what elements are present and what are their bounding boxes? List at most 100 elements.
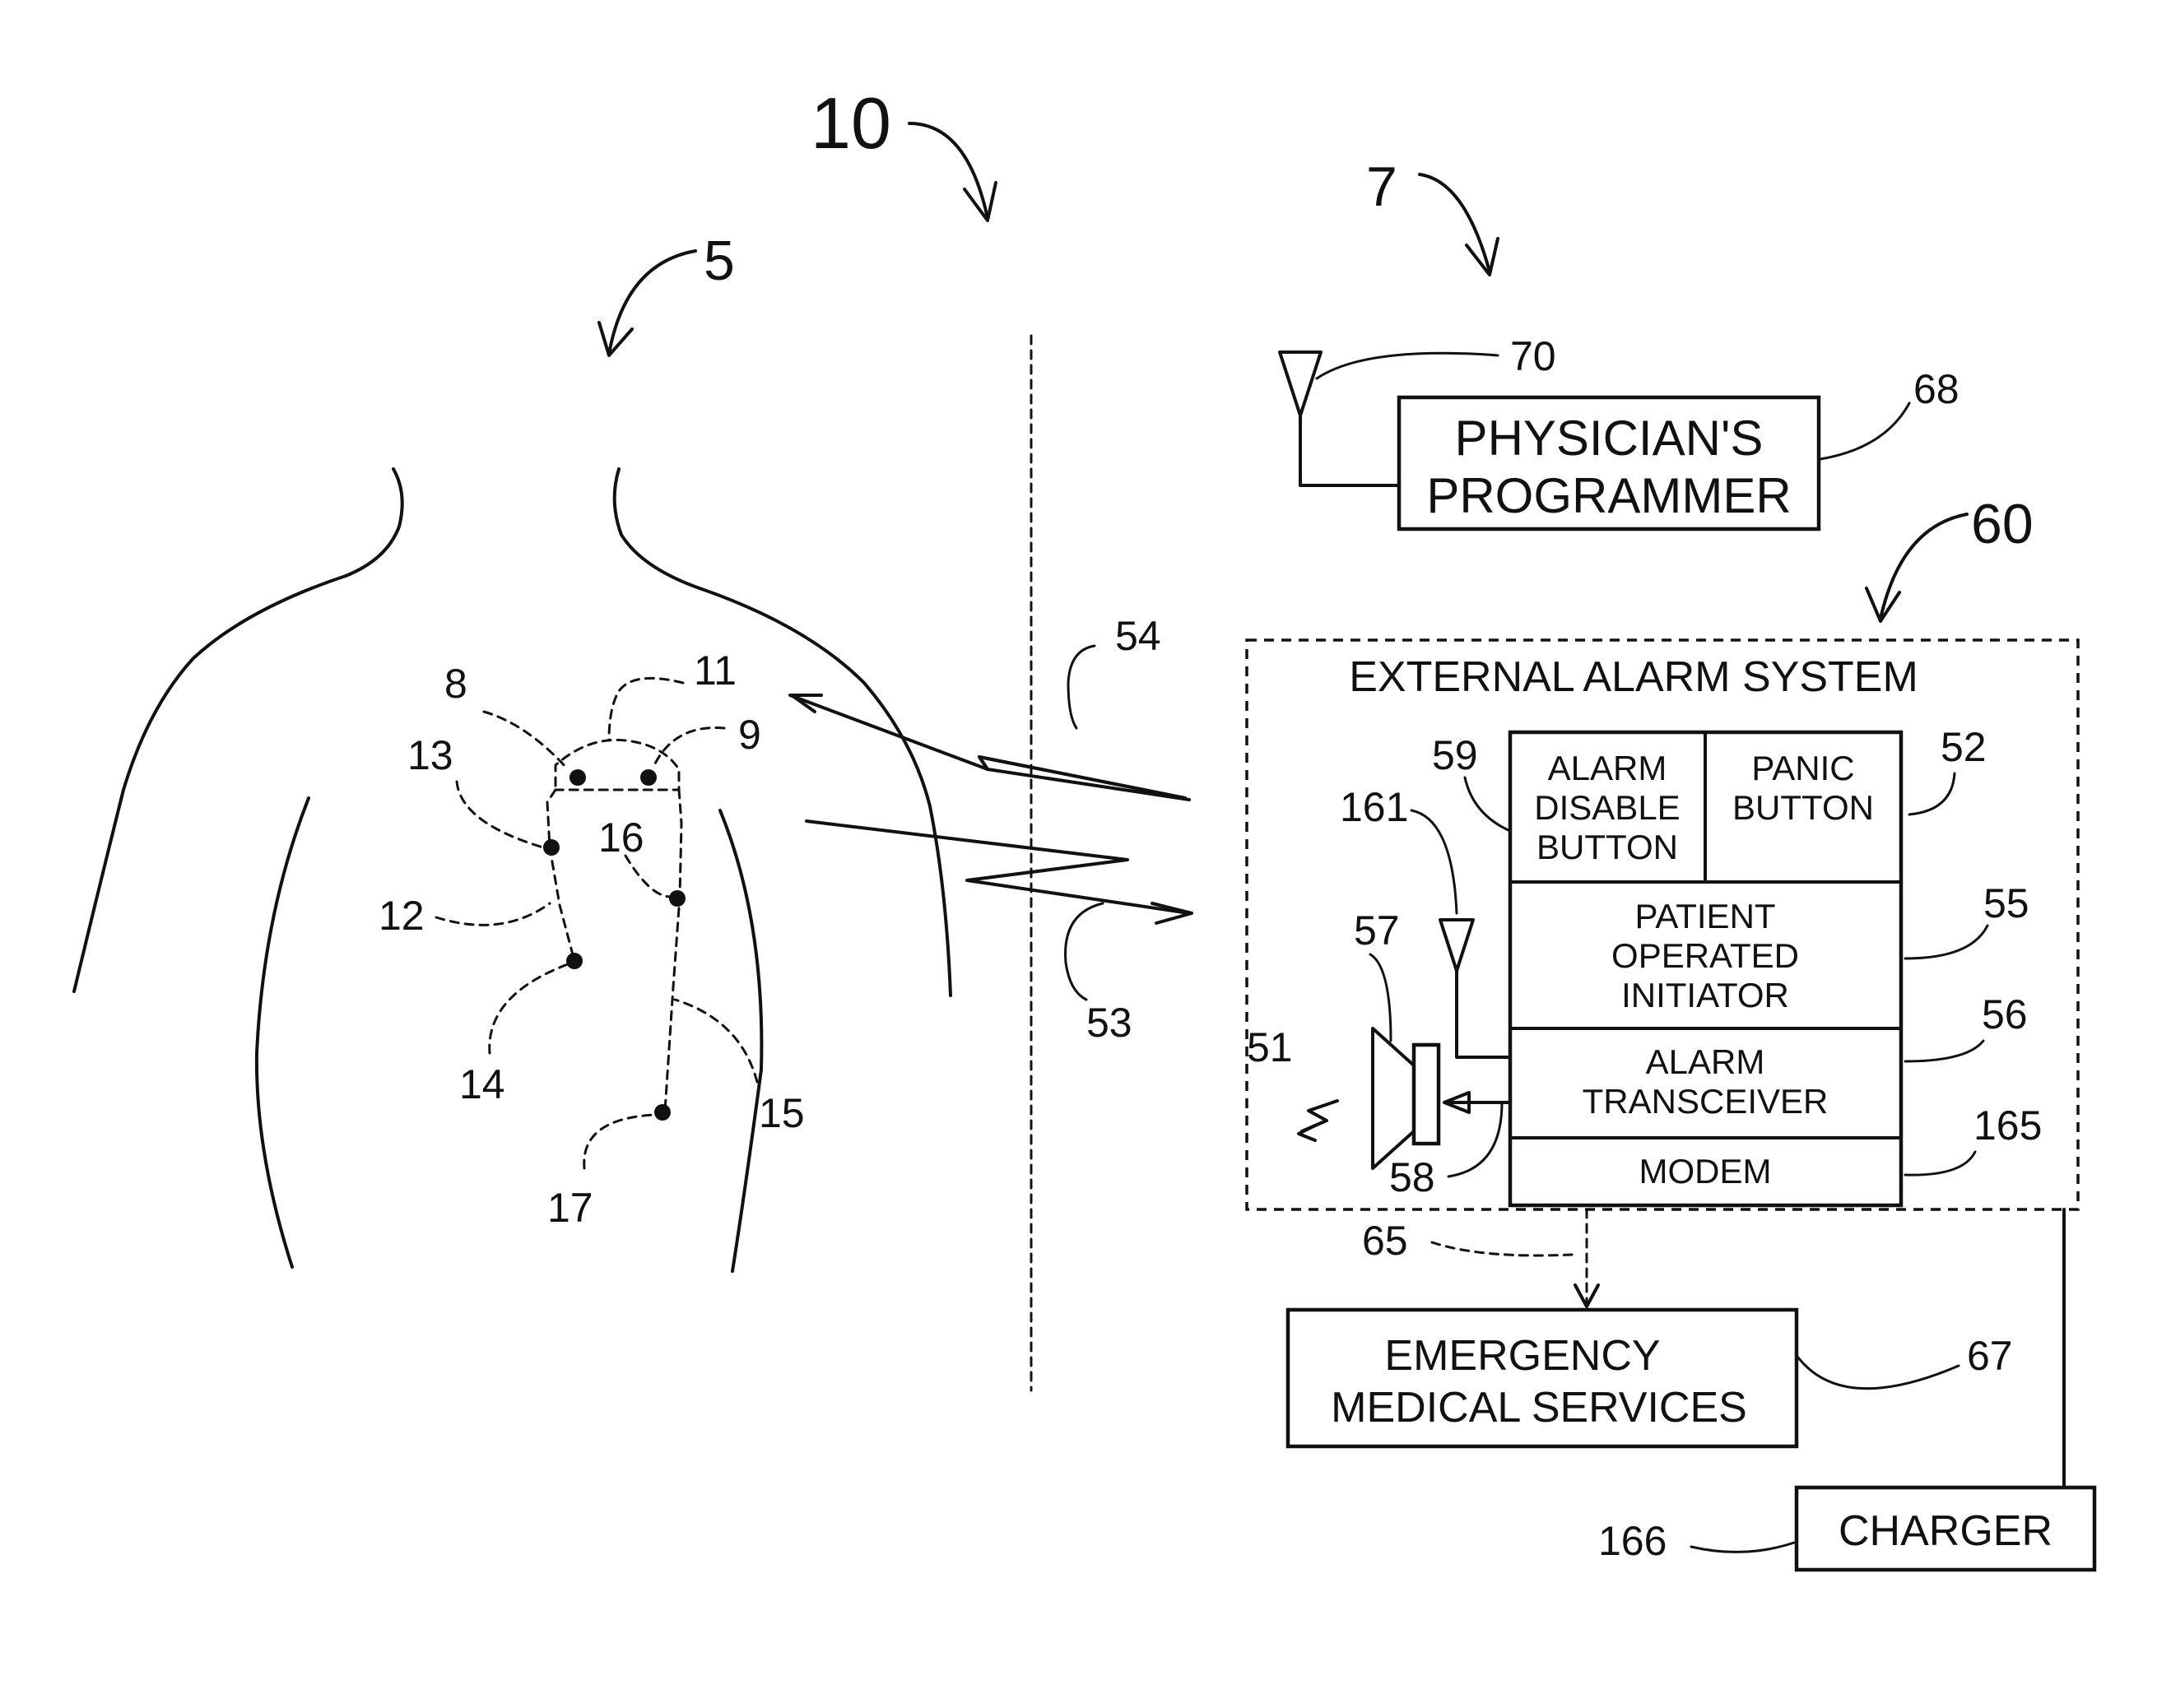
alarm-disable-line2: DISABLE — [1534, 788, 1680, 827]
alarm-system-title: EXTERNAL ALARM SYSTEM — [1349, 653, 1918, 701]
signal-53-arrowhead — [1152, 903, 1192, 923]
charger-label: CHARGER — [1839, 1507, 2052, 1555]
patient-operated-initiator: PATIENT OPERATED INITIATOR — [1611, 897, 1799, 1014]
leader-8 — [484, 712, 568, 769]
programmer-line2: PROGRAMMER — [1426, 468, 1791, 523]
ref-57-label: 57 — [1354, 907, 1400, 954]
leader-53 — [1066, 903, 1103, 1000]
ref-51-label: 51 — [1247, 1024, 1293, 1070]
leader-17 — [584, 1115, 654, 1168]
audible-alarm-zigzag — [1302, 1101, 1337, 1131]
electrode-9 — [640, 769, 657, 786]
signal-54-zigzag — [979, 757, 1185, 798]
ref-60-label: 60 — [1971, 493, 2034, 555]
transceiver-line1: ALARM — [1646, 1042, 1765, 1081]
signal-54 — [790, 695, 1189, 800]
alarm-antenna-icon — [1440, 920, 1473, 971]
ref-54-label: 54 — [1115, 613, 1161, 659]
leader-14 — [490, 964, 568, 1053]
leader-55 — [1905, 926, 1987, 958]
ref-9-label: 9 — [738, 712, 761, 758]
signal-53-path — [807, 821, 1189, 913]
alarm-disable-line3: BUTTON — [1536, 828, 1678, 866]
leader-68 — [1820, 403, 1909, 459]
programmer-antenna-wire — [1300, 415, 1399, 485]
electrode-17 — [654, 1104, 671, 1121]
signal-54-arrowhead — [792, 695, 821, 712]
torso-left-shoulder — [74, 469, 402, 991]
ref-55-label: 55 — [1983, 880, 2029, 926]
ref-10-label: 10 — [811, 82, 891, 164]
panic-line2: BUTTON — [1732, 788, 1874, 827]
leader-65 — [1432, 1242, 1572, 1255]
ref-58-label: 58 — [1389, 1154, 1435, 1200]
ems-line1: EMERGENCY — [1384, 1332, 1660, 1380]
ref-161-label: 161 — [1340, 784, 1408, 830]
ref-8-label: 8 — [444, 661, 467, 707]
ref-7-arrow — [1420, 174, 1490, 272]
leader-52 — [1909, 773, 1955, 815]
leader-11 — [609, 678, 683, 740]
ref-67-label: 67 — [1967, 1333, 2013, 1379]
ref-11-label: 11 — [694, 647, 737, 694]
leader-166 — [1691, 1543, 1794, 1552]
signal-54-path — [790, 695, 1185, 798]
leader-67 — [1798, 1358, 1959, 1389]
electrode-13 — [543, 839, 560, 856]
leader-16 — [625, 856, 671, 897]
electrode-16 — [669, 890, 686, 907]
signal-54-seg — [988, 769, 1189, 800]
programmer-line1: PHYSICIAN'S — [1455, 411, 1764, 466]
ref-56-label: 56 — [1982, 991, 2028, 1037]
initiator-line2: OPERATED — [1611, 936, 1799, 975]
lead-12 — [547, 790, 574, 961]
leader-56 — [1905, 1041, 1983, 1061]
transceiver-line2: TRANSCEIVER — [1583, 1082, 1829, 1121]
lead-15 — [665, 790, 681, 1111]
ref-16-label: 16 — [598, 815, 644, 861]
leader-9 — [654, 728, 724, 765]
ref-59-label: 59 — [1432, 732, 1478, 778]
electrode-14 — [566, 953, 583, 969]
alarm-disable-button[interactable]: ALARM DISABLE BUTTON — [1534, 749, 1680, 866]
ref-70-label: 70 — [1510, 333, 1556, 379]
speaker-icon — [1373, 1028, 1439, 1168]
leader-54 — [1068, 646, 1095, 728]
ref-15-label: 15 — [759, 1090, 805, 1136]
ref-65-label: 65 — [1362, 1218, 1408, 1264]
ref-13-label: 13 — [407, 732, 453, 778]
torso-right-arm-inner — [720, 810, 761, 1271]
ref-7-label: 7 — [1366, 155, 1397, 218]
ref-53-label: 53 — [1086, 1000, 1132, 1046]
ref-17-label: 17 — [547, 1185, 593, 1231]
torso-left-arm-inner — [257, 798, 309, 1267]
ems-line2: MEDICAL SERVICES — [1331, 1384, 1747, 1432]
initiator-line1: PATIENT — [1634, 897, 1775, 935]
ref-165-label: 165 — [1973, 1102, 2042, 1149]
leader-59 — [1465, 777, 1510, 831]
electrode-8 — [569, 769, 586, 786]
signal-53 — [807, 821, 1192, 923]
ref-166-label: 166 — [1598, 1518, 1667, 1564]
implanted-device — [543, 740, 686, 1121]
leader-12 — [436, 903, 550, 925]
leader-161 — [1411, 810, 1457, 913]
speaker-cone — [1373, 1028, 1414, 1168]
modem-label: MODEM — [1639, 1152, 1772, 1190]
programmer-antenna-icon — [1280, 352, 1321, 415]
ref-52-label: 52 — [1941, 724, 1987, 770]
leader-165 — [1905, 1152, 1975, 1175]
alarm-antenna-wire — [1457, 971, 1510, 1057]
initiator-line3: INITIATOR — [1621, 976, 1789, 1014]
patient-torso — [74, 469, 951, 1271]
speaker-body — [1414, 1045, 1439, 1144]
panic-button[interactable]: PANIC BUTTON — [1732, 749, 1874, 827]
torso-right-shoulder — [615, 469, 951, 996]
ref-5-label: 5 — [704, 230, 735, 292]
ref-68-label: 68 — [1913, 366, 1959, 412]
leader-15 — [675, 1000, 757, 1082]
leader-58 — [1448, 1102, 1502, 1177]
ref-14-label: 14 — [459, 1061, 505, 1107]
alarm-disable-line1: ALARM — [1548, 749, 1667, 787]
